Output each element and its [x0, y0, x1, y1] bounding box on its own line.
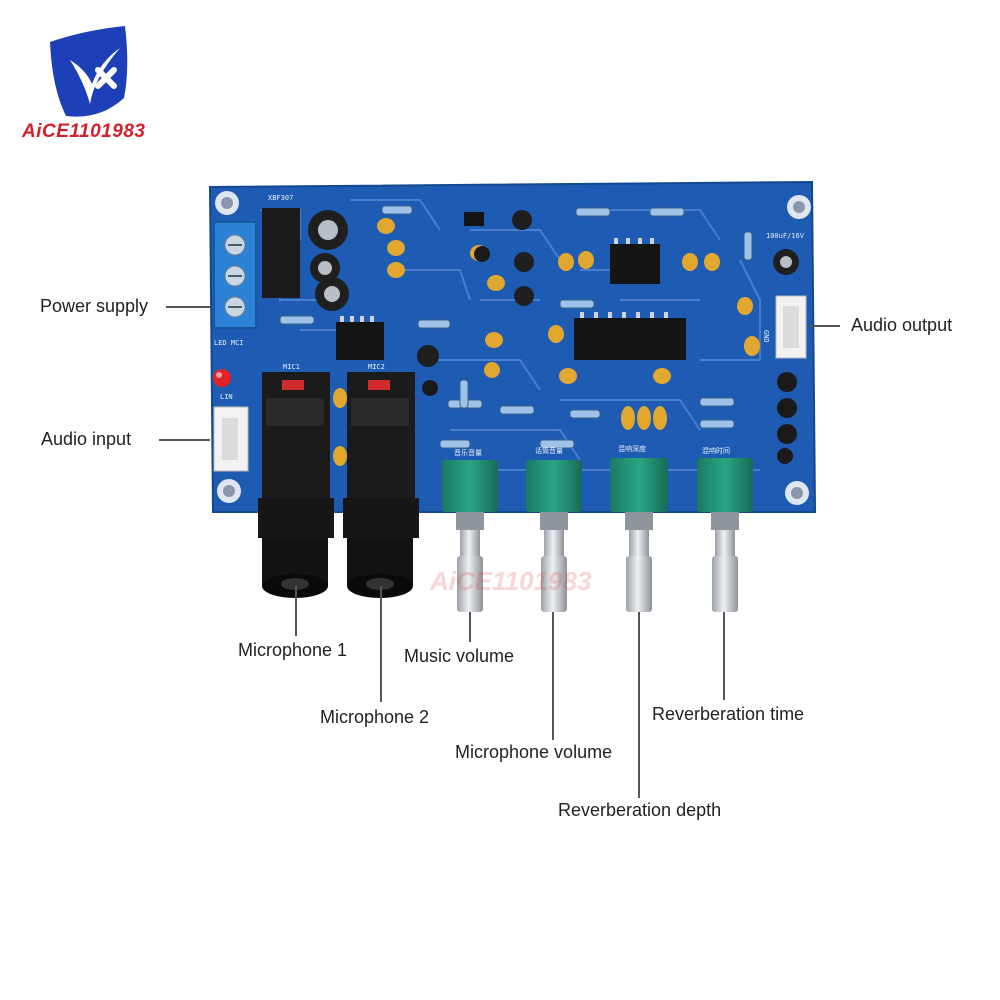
label-microphone-volume: Microphone volume — [455, 742, 613, 762]
silk-cap-label: 100uF/16V — [766, 232, 805, 240]
pot-reverberation-time — [697, 458, 753, 612]
transistors — [422, 246, 797, 464]
audio-output-connector — [775, 295, 807, 359]
label-audio-input: Audio input — [41, 429, 132, 449]
label-microphone-2: Microphone 2 — [320, 707, 430, 727]
label-reverberation-time: Reverberation time — [652, 704, 805, 724]
silk-mic2-label: MIC2 — [368, 363, 385, 371]
watermark: AiCE1101983 — [429, 566, 592, 596]
silk-input-label: LIN — [220, 393, 233, 401]
voltage-regulator — [262, 208, 300, 298]
silk-mic1-label: MIC1 — [283, 363, 300, 371]
silk-ic-label: XBF307 — [268, 194, 293, 202]
shield-icon — [50, 26, 128, 117]
microphone-jack-1 — [258, 372, 334, 598]
microphone-jack-2 — [343, 372, 419, 598]
label-audio-output: Audio output — [851, 315, 953, 335]
led-indicator — [213, 369, 231, 387]
silk-pot2-label: 话筒音量 — [535, 446, 563, 455]
pot-music-volume — [442, 460, 498, 612]
silk-led-label: LED MCI — [214, 339, 244, 347]
mounting-holes — [215, 191, 811, 505]
integrated-circuits — [336, 212, 686, 360]
pot-reverberation-depth — [610, 458, 668, 612]
label-reverberation-depth: Reverberation depth — [558, 800, 722, 820]
silk-output-label: GND — [762, 330, 770, 343]
silk-pot3-label: 混响深度 — [618, 444, 646, 453]
label-music-volume: Music volume — [404, 646, 515, 666]
brand-name: AiCE1101983 — [22, 121, 146, 142]
label-power-supply: Power supply — [40, 296, 149, 316]
silk-pot4-label: 混响时间 — [702, 446, 730, 455]
brand-logo — [50, 26, 128, 117]
power-terminal-block — [213, 221, 257, 329]
resistors — [279, 205, 753, 449]
callout-lines — [159, 306, 840, 798]
electrolytic-capacitors — [308, 210, 799, 367]
silk-pot1-label: 音乐音量 — [454, 448, 482, 457]
label-microphone-1: Microphone 1 — [238, 640, 348, 660]
audio-input-connector — [213, 406, 249, 472]
pot-microphone-volume — [526, 460, 582, 612]
ceramic-capacitors — [333, 218, 760, 466]
